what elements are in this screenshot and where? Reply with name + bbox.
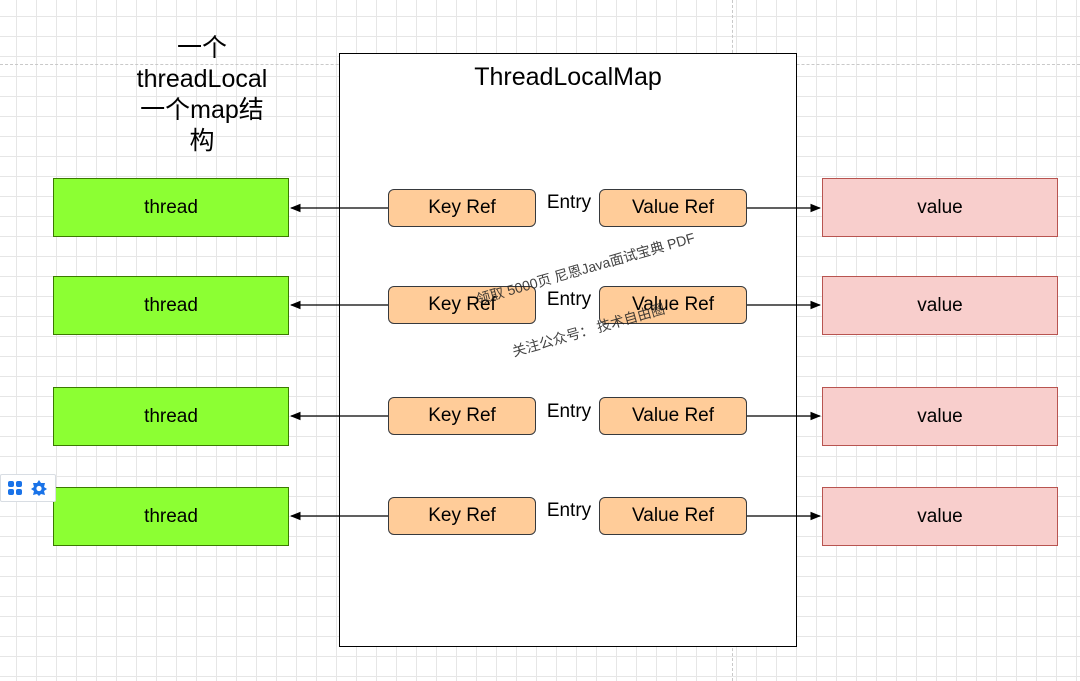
entry-label: Entry — [546, 192, 592, 213]
key-ref-node[interactable]: Key Ref — [388, 497, 536, 535]
thread-node[interactable]: thread — [53, 487, 289, 546]
value-node[interactable]: value — [822, 276, 1058, 335]
entry-label: Entry — [546, 289, 592, 310]
value-label: value — [917, 505, 963, 527]
threadlocal-note[interactable]: 一个 threadLocal 一个map结 构 — [112, 33, 292, 157]
value-ref-node[interactable]: Value Ref — [599, 497, 747, 535]
settings-gear-icon[interactable] — [30, 479, 48, 497]
thread-node[interactable]: thread — [53, 387, 289, 446]
value-ref-node[interactable]: Value Ref — [599, 286, 747, 324]
threadlocalmap-container[interactable]: ThreadLocalMap — [339, 53, 797, 647]
value-ref-label: Value Ref — [631, 505, 715, 526]
note-line: threadLocal — [136, 65, 268, 93]
value-node[interactable]: value — [822, 178, 1058, 237]
value-ref-node[interactable]: Value Ref — [599, 397, 747, 435]
value-ref-label: Value Ref — [631, 294, 715, 315]
threadlocalmap-title: ThreadLocalMap — [474, 63, 662, 91]
value-ref-label: Value Ref — [631, 405, 715, 426]
value-label: value — [917, 405, 963, 427]
note-line: 一个 — [176, 34, 227, 62]
value-ref-node[interactable]: Value Ref — [599, 189, 747, 227]
key-ref-label: Key Ref — [428, 294, 496, 315]
thread-label: thread — [144, 505, 198, 527]
thread-label: thread — [144, 294, 198, 316]
key-ref-node[interactable]: Key Ref — [388, 286, 536, 324]
thread-label: thread — [144, 405, 198, 427]
value-label: value — [917, 294, 963, 316]
value-node[interactable]: value — [822, 487, 1058, 546]
thread-label: thread — [144, 196, 198, 218]
key-ref-label: Key Ref — [428, 197, 496, 218]
value-ref-label: Value Ref — [631, 197, 715, 218]
thread-node[interactable]: thread — [53, 178, 289, 237]
key-ref-label: Key Ref — [428, 405, 496, 426]
value-node[interactable]: value — [822, 387, 1058, 446]
key-ref-node[interactable]: Key Ref — [388, 397, 536, 435]
thread-node[interactable]: thread — [53, 276, 289, 335]
note-line: 一个map结 — [140, 96, 264, 124]
entry-label: Entry — [546, 401, 592, 422]
key-ref-node[interactable]: Key Ref — [388, 189, 536, 227]
entry-label: Entry — [546, 500, 592, 521]
note-line: 构 — [189, 127, 215, 155]
grid-apps-icon[interactable] — [6, 479, 24, 497]
key-ref-label: Key Ref — [428, 505, 496, 526]
floating-toolbar — [0, 474, 56, 502]
value-label: value — [917, 196, 963, 218]
